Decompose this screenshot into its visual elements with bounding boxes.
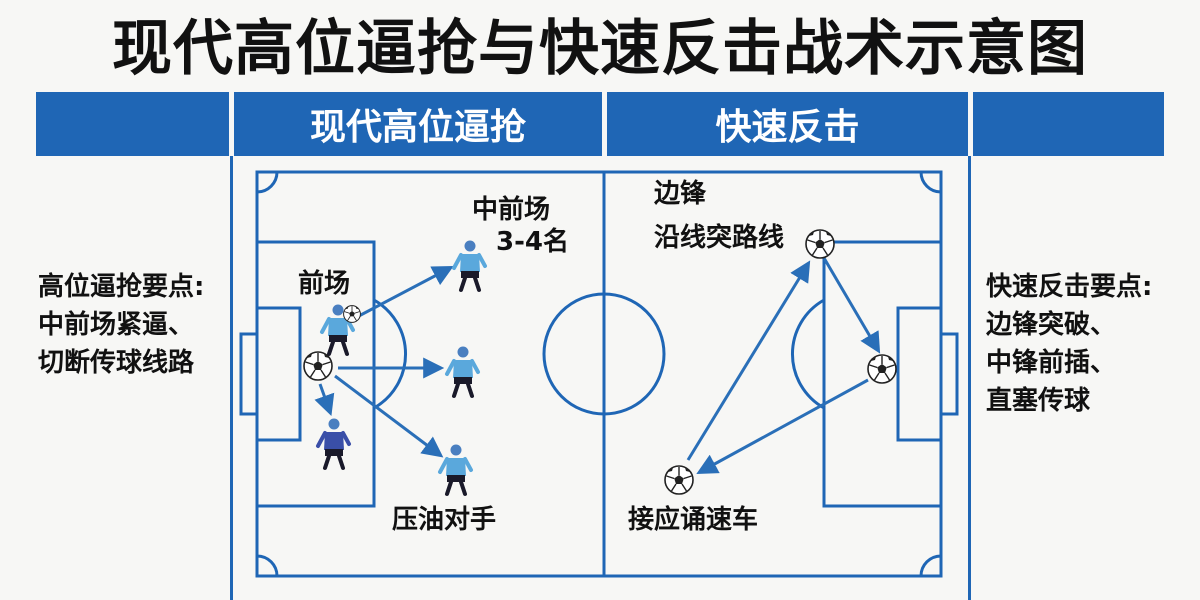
label-frontcourt: 前场 [298, 269, 351, 299]
header-divider [602, 92, 607, 156]
pass-arrow [822, 257, 881, 354]
pressing-key-point: 中前场紧逼、 [38, 310, 195, 340]
soccer-ball-icon [867, 354, 897, 384]
counter-key-point: 直塞传球 [986, 386, 1091, 416]
pass-arrow [354, 266, 454, 320]
section-title-counter: 快速反击 [715, 107, 860, 148]
pass-arrow [334, 374, 444, 458]
column-separator [968, 156, 971, 600]
counter-key-point: 边锋突破、 [986, 310, 1117, 340]
pass-arrow [314, 383, 335, 416]
label-midfield: 中前场 [472, 195, 551, 225]
pressing-key-points-heading: 高位逼抢要点: [38, 272, 205, 302]
label-winger-route: 沿线突路线 [654, 223, 785, 253]
soccer-ball-icon [664, 465, 694, 495]
counter-key-point: 中锋前插、 [986, 348, 1117, 378]
soccer-ball-icon [303, 351, 333, 381]
counter-key-points-heading: 快速反击要点: [986, 272, 1153, 302]
page-title: 现代高位逼抢与快速反击战术示意图 [112, 13, 1088, 84]
section-header-bar [36, 92, 1164, 156]
label-midfield-count: 3-4名 [496, 227, 569, 257]
label-pickup: 接应诵速车 [628, 505, 759, 535]
player-icon [452, 238, 487, 292]
soccer-ball-icon [805, 229, 835, 259]
label-winger: 边锋 [654, 179, 707, 209]
counter-key-points: 快速反击要点: 边锋突破、 中锋前插、 直塞传球 [986, 268, 1152, 420]
player-icon [438, 442, 473, 496]
player-icon [316, 416, 351, 470]
player-icon [445, 344, 480, 398]
pressing-key-points: 高位逼抢要点: 中前场紧逼、 切断传球线路 [38, 268, 204, 382]
header-divider [968, 92, 973, 156]
pass-arrow [686, 260, 811, 461]
soccer-ball-icon [343, 305, 361, 323]
section-title-pressing: 现代高位逼抢 [309, 107, 526, 148]
pass-arrow [696, 378, 869, 475]
header-divider [229, 92, 234, 156]
column-separator [230, 156, 233, 600]
pitch-lines [239, 170, 959, 578]
label-press-opponent: 压油对手 [392, 505, 497, 535]
pressing-key-point: 切断传球线路 [38, 348, 195, 378]
